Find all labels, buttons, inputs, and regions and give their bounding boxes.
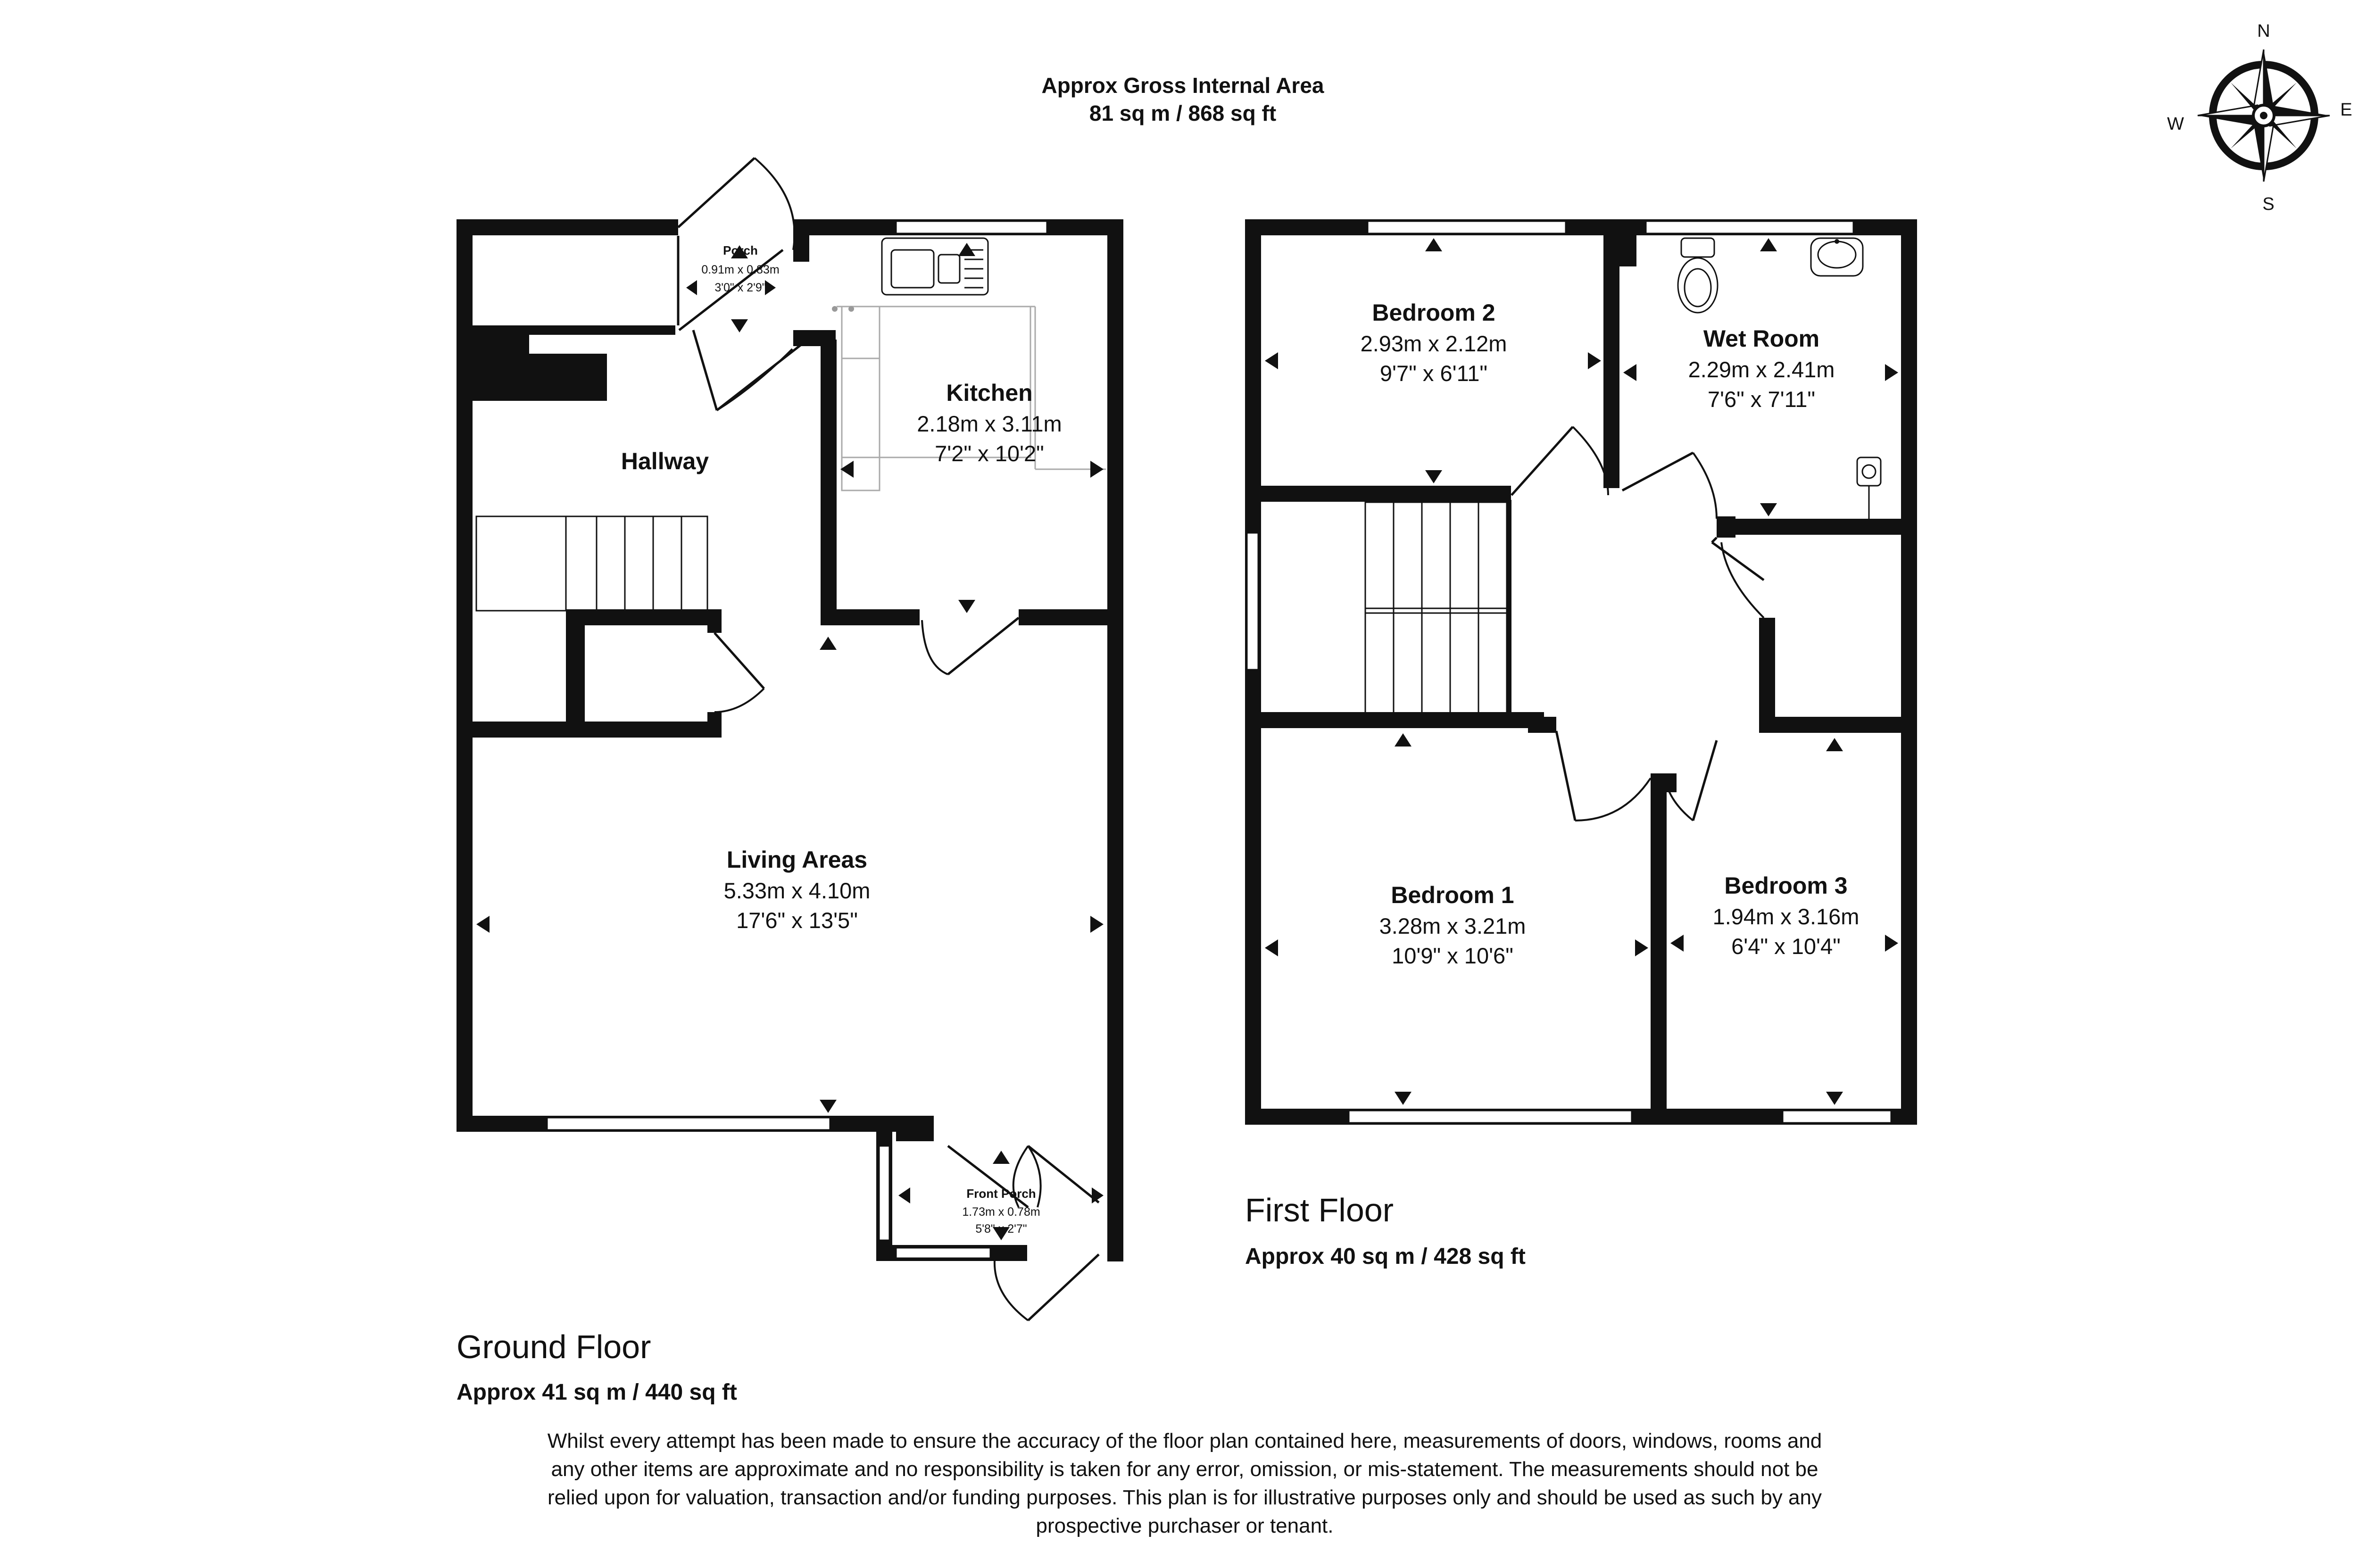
kitchen-metric: 2.18m x 3.11m xyxy=(917,411,1062,436)
hallway-label: Hallway xyxy=(621,448,709,474)
bedroom-1-name: Bedroom 1 xyxy=(1391,882,1514,908)
front-porch-imperial: 5'8" x 2'7" xyxy=(975,1222,1027,1236)
disclaimer-line-4: prospective purchaser or tenant. xyxy=(1036,1514,1333,1537)
bedroom-3-name: Bedroom 3 xyxy=(1724,872,1847,899)
first-floor-area: Approx 40 sq m / 428 sq ft xyxy=(1245,1244,1526,1269)
porch-metric: 0.91m x 0.83m xyxy=(701,263,779,276)
compass-east-label: E xyxy=(2340,100,2352,120)
gross-area-value: 81 sq m / 868 sq ft xyxy=(1089,101,1276,125)
compass-rose-icon xyxy=(2197,49,2330,182)
porch-imperial: 3'0" x 2'9" xyxy=(714,281,766,294)
front-porch-name: Front Porch xyxy=(966,1186,1036,1201)
living-areas-imperial: 17'6" x 13'5" xyxy=(736,908,858,933)
front-porch-metric: 1.73m x 0.78m xyxy=(962,1205,1040,1219)
wet-room-name: Wet Room xyxy=(1703,325,1819,352)
porch-name: Porch xyxy=(723,243,758,257)
gross-area-title: Approx Gross Internal Area xyxy=(1041,73,1324,98)
disclaimer-line-1: Whilst every attempt has been made to en… xyxy=(548,1429,1822,1452)
ground-floor-plan xyxy=(457,157,1123,1321)
bedroom-3-metric: 1.94m x 3.16m xyxy=(1713,904,1860,929)
wet-room-imperial: 7'6" x 7'11" xyxy=(1708,387,1815,412)
first-floor-title: First Floor xyxy=(1245,1192,1394,1228)
bedroom-2-imperial: 9'7" x 6'11" xyxy=(1380,361,1487,386)
living-areas-name: Living Areas xyxy=(727,846,867,873)
bedroom-1-metric: 3.28m x 3.21m xyxy=(1379,913,1526,938)
disclaimer-line-3: relied upon for valuation, transaction a… xyxy=(548,1486,1822,1509)
compass-west-label: W xyxy=(2167,114,2184,134)
compass-north-label: N xyxy=(2257,21,2270,41)
bedroom-1-imperial: 10'9" x 10'6" xyxy=(1392,943,1513,968)
bedroom-3-imperial: 6'4" x 10'4" xyxy=(1731,934,1841,959)
living-areas-metric: 5.33m x 4.10m xyxy=(724,878,871,903)
first-floor-plan xyxy=(1245,219,1917,1125)
kitchen-imperial: 7'2" x 10'2" xyxy=(935,441,1044,466)
ground-floor-title: Ground Floor xyxy=(457,1328,651,1365)
compass-south-label: S xyxy=(2262,194,2274,214)
kitchen-name: Kitchen xyxy=(946,380,1032,406)
disclaimer-line-2: any other items are approximate and no r… xyxy=(551,1458,1818,1481)
ground-floor-area: Approx 41 sq m / 440 sq ft xyxy=(457,1380,737,1405)
bedroom-2-name: Bedroom 2 xyxy=(1372,299,1495,326)
wet-room-metric: 2.29m x 2.41m xyxy=(1688,357,1835,382)
bedroom-2-metric: 2.93m x 2.12m xyxy=(1361,331,1507,356)
